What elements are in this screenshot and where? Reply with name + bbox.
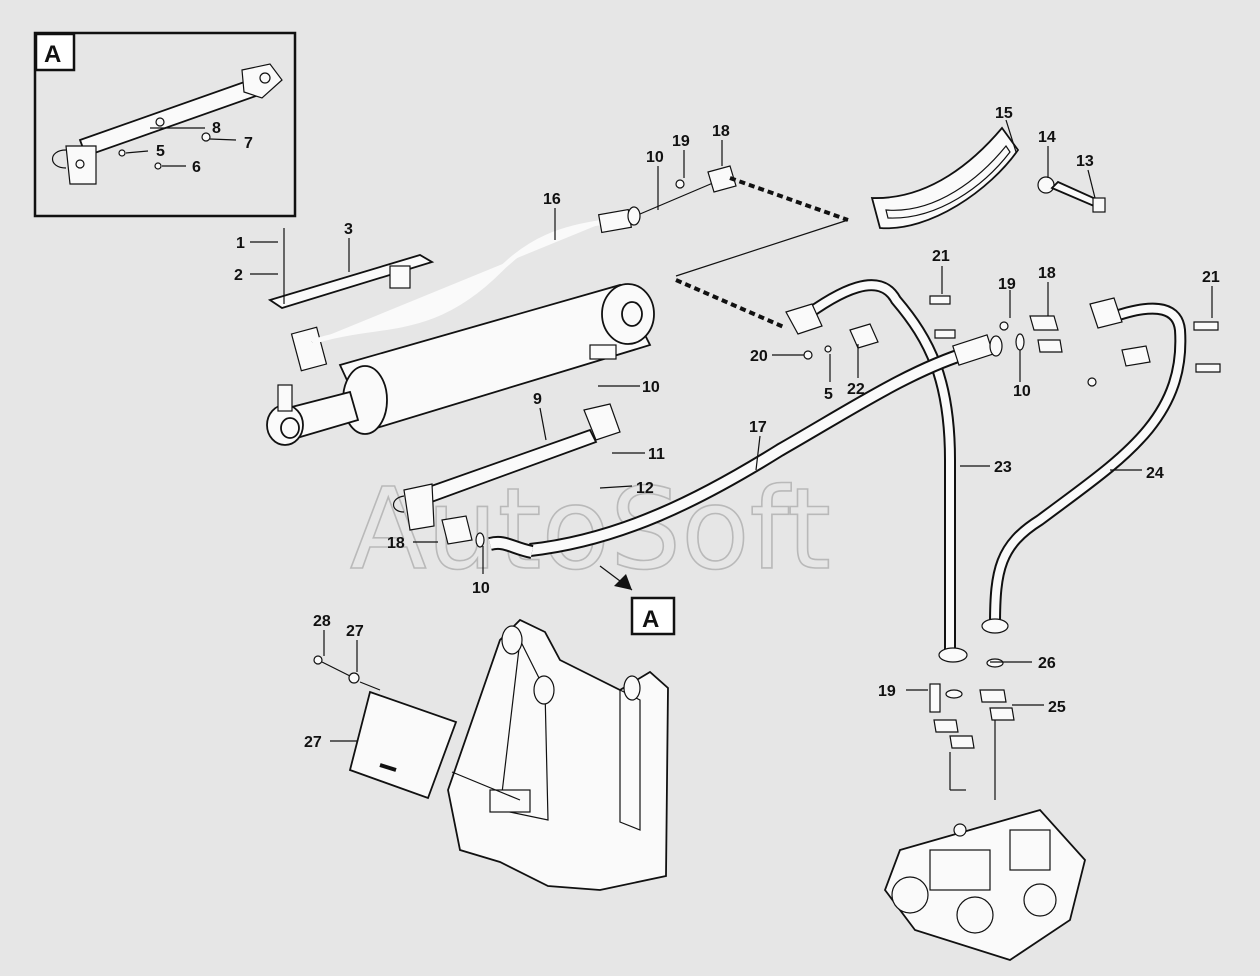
o-ring — [155, 117, 165, 127]
callout-18: 18 — [1038, 265, 1056, 282]
callout-21: 21 — [1202, 269, 1220, 286]
leader-lines — [250, 119, 1213, 742]
callout-1: 1 — [236, 235, 245, 252]
callout-19: 19 — [672, 133, 690, 150]
callout-10: 10 — [642, 379, 660, 396]
callout-25: 25 — [1048, 699, 1066, 716]
callout-5: 5 — [156, 143, 165, 160]
callout-23: 23 — [994, 459, 1012, 476]
connection-dash-top — [729, 176, 849, 222]
callout-19: 19 — [878, 683, 896, 700]
clamp-25 — [989, 707, 1015, 721]
clamp-22 — [849, 323, 879, 349]
clip-21-left — [929, 295, 951, 305]
hydraulic-cylinder — [266, 283, 655, 446]
callout-24: 24 — [1146, 465, 1164, 482]
connection-dash-bottom — [675, 278, 787, 330]
clip-21-right — [1193, 321, 1219, 331]
callout-21: 21 — [932, 248, 950, 265]
clamp-18-top — [707, 165, 737, 193]
washer-14 — [1037, 176, 1055, 194]
callout-10: 10 — [1013, 383, 1031, 400]
detail-a-callout: A — [630, 596, 676, 636]
callout-15: 15 — [995, 105, 1013, 122]
callout-27: 27 — [304, 734, 322, 751]
callout-17: 17 — [749, 419, 767, 436]
callout-10: 10 — [646, 149, 664, 166]
callout-3: 3 — [344, 221, 353, 238]
callout-18: 18 — [712, 123, 730, 140]
nut — [154, 162, 162, 170]
callout-7: 7 — [244, 135, 253, 152]
svg-text:A: A — [642, 606, 659, 633]
callout-20: 20 — [750, 348, 768, 365]
callout-10: 10 — [472, 580, 490, 597]
callout-18: 18 — [387, 535, 405, 552]
callout-6: 6 — [192, 159, 201, 176]
callout-5: 5 — [824, 386, 833, 403]
clamp-18-lower — [441, 515, 473, 545]
bolt-13 — [1050, 180, 1100, 208]
bolt-head — [201, 132, 211, 142]
callout-13: 13 — [1076, 153, 1094, 170]
callout-8: 8 — [212, 120, 221, 137]
watermark: AutoSoft — [350, 465, 831, 595]
callout-16: 16 — [543, 191, 561, 208]
callout-19: 19 — [998, 276, 1016, 293]
decal-plate-27 — [348, 690, 458, 800]
callout-26: 26 — [1038, 655, 1056, 672]
callout-11: 11 — [648, 446, 665, 463]
callout-14: 14 — [1038, 129, 1056, 146]
detail-a-label: A — [44, 41, 61, 68]
callout-9: 9 — [533, 391, 542, 408]
callout-28: 28 — [313, 613, 331, 630]
callout-2: 2 — [234, 267, 243, 284]
washer — [118, 149, 126, 157]
callout-12: 12 — [636, 480, 654, 497]
callout-27: 27 — [346, 623, 364, 640]
hose-guard-15 — [870, 126, 1020, 230]
callout-22: 22 — [847, 381, 865, 398]
loader-frame — [447, 618, 669, 891]
control-valve — [883, 808, 1086, 961]
detail-a-box: A — [33, 31, 297, 218]
